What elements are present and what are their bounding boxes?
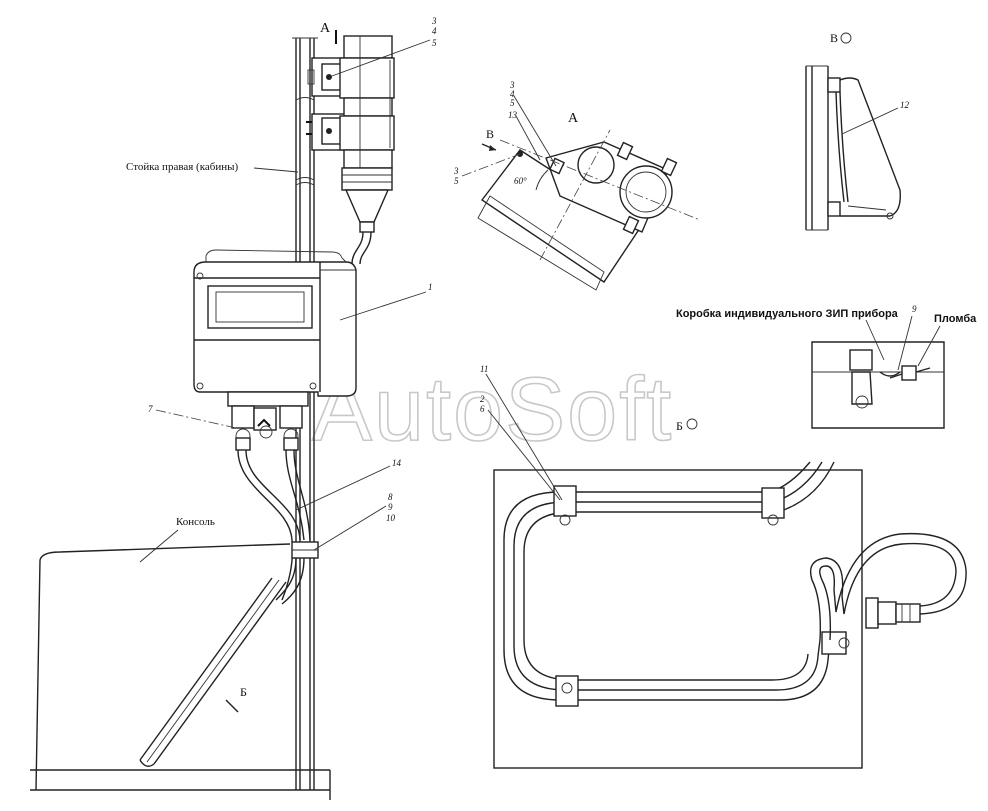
callout-1: 1 [428,282,433,292]
callout-13: 13 [508,110,518,120]
callout-8: 8 [388,492,393,502]
spares-box-view: Коробка индивидуального ЗИП прибора Плом… [676,304,977,429]
callout-3b: 3 [509,80,515,90]
callout-6: 6 [480,404,485,414]
angle-label: 60° [514,176,527,186]
callout-5b: 5 [510,98,515,108]
pillar-label: Стойка правая (кабины) [126,161,239,173]
detail-a: А 60° 3 4 5 13 3 5 В [453,80,701,291]
callout-9-seal: 9 [912,304,917,314]
view-v: В 12 [805,31,910,231]
callout-3a: 3 [431,16,437,26]
callout-4b: 4 [510,89,515,99]
callout-4a: 4 [432,26,437,36]
callout-9: 9 [388,502,393,512]
callout-7: 7 [148,404,153,414]
detail-a-title: А [568,111,579,126]
callout-3c: 3 [453,166,459,176]
callout-2: 2 [480,394,485,404]
view-b-mark: Б [240,685,247,699]
callout-12: 12 [900,100,910,110]
view-v-title: В [830,31,838,45]
view-b-title: Б [676,419,683,433]
console-label: Консоль [176,516,215,528]
callout-14: 14 [392,458,402,468]
arrow-v-label: В [486,127,494,141]
callout-5a: 5 [432,38,437,48]
callout-11: 11 [480,364,488,374]
view-a-mark: А [320,21,331,36]
spares-box-label: Коробка индивидуального ЗИП прибора [676,308,899,320]
view-b: Б 11 2 6 [480,364,967,769]
watermark: AutoSoft [312,360,673,460]
main-view: А Стойка правая (кабины) Консоль 1 7 14 … [30,16,437,800]
callout-10: 10 [386,513,396,523]
callout-5c: 5 [454,176,459,186]
seal-label: Пломба [934,313,977,325]
